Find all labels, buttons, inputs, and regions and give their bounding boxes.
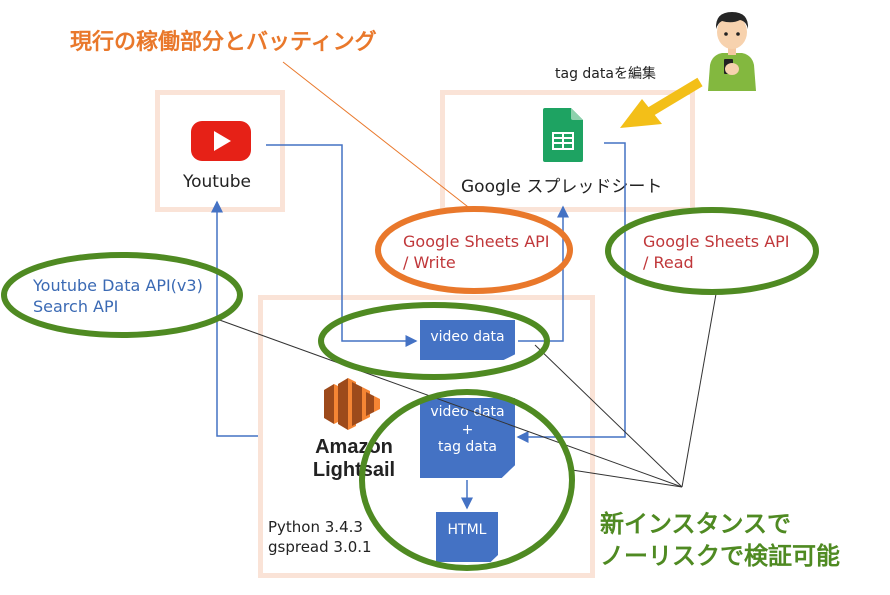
api-write-line1: Google Sheets API [403, 232, 550, 251]
user-note: tag dataを編集 [555, 66, 656, 82]
video-data-to-sheets-connector [518, 205, 569, 342]
processing-ellipse [359, 389, 575, 571]
youtube-logo-icon [190, 120, 252, 166]
api-youtube-line2: Search API [33, 296, 119, 316]
green-callout-line-2 [534, 344, 683, 488]
youtube-label: Youtube [183, 172, 251, 192]
green-callout-line-1 [213, 317, 683, 488]
api-youtube-label: Youtube Data API(v3) Search API [33, 276, 203, 318]
api-youtube-ellipse [1, 252, 243, 338]
video-data-doc-label: video data [430, 329, 505, 345]
server-python-version: Python 3.4.3 [268, 518, 363, 536]
api-read-line1: Google Sheets API [643, 232, 790, 251]
api-write-label: Google Sheets API / Write [403, 232, 550, 274]
green-callout-line-4 [681, 293, 717, 488]
sheets-to-processor-connector [516, 142, 626, 443]
video-data-ellipse [318, 302, 550, 380]
green-callout-line-3 [571, 469, 683, 488]
api-write-ellipse [375, 206, 573, 294]
api-read-ellipse [605, 207, 819, 295]
video-tag-line3: tag data [438, 439, 497, 455]
youtube-to-video-data-connector [266, 144, 418, 347]
headline-green-line2: ノーリスクで検証可能 [600, 542, 840, 571]
headline-green-line1: 新インスタンスで [600, 510, 792, 538]
headline-green: 新インスタンスで ノーリスクで検証可能 [600, 508, 840, 573]
api-write-line2: / Write [403, 252, 456, 272]
html-doc: HTML [436, 512, 498, 562]
edit-arrow-icon [620, 77, 703, 128]
video-tag-line2: + [461, 421, 474, 438]
api-read-line2: / Read [643, 252, 694, 272]
server-to-youtube-connector [211, 200, 258, 437]
api-read-label: Google Sheets API / Read [643, 232, 790, 274]
html-doc-label: HTML [447, 522, 487, 538]
user-editing-icon [702, 3, 762, 95]
video-tag-data-doc: video data + tag data [420, 398, 515, 478]
aws-brand-line2: Lightsail [312, 459, 396, 481]
server-gspread-version: gspread 3.0.1 [268, 538, 372, 556]
aws-lightsail-icon [322, 378, 382, 434]
sheets-label: Google スプレッドシート [461, 177, 663, 197]
orange-callout-line [282, 61, 473, 211]
api-youtube-line1: Youtube Data API(v3) [33, 276, 203, 295]
youtube-box [155, 90, 285, 212]
headline-orange: 現行の稼働部分とバッティング [70, 30, 377, 55]
google-sheets-icon [543, 108, 583, 166]
video-data-doc: video data [420, 320, 515, 360]
